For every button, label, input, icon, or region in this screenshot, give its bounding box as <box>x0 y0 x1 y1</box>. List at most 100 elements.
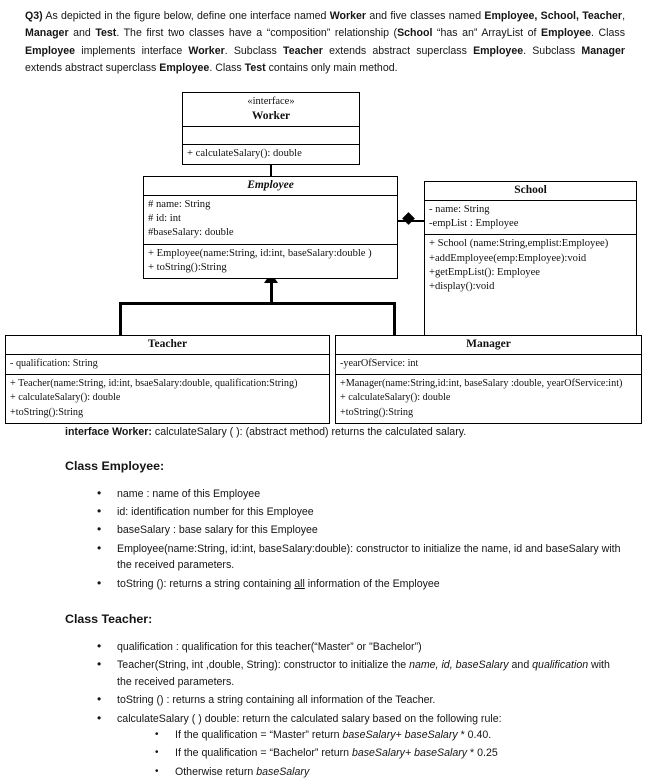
uml-member-line: #baseSalary: double <box>148 227 234 239</box>
rule-italic: baseSalary <box>256 765 310 778</box>
list-item: toString (): returns a string containing… <box>95 575 625 594</box>
intro-text: extends abstract superclass <box>322 44 474 57</box>
tostring-post: information of the Employee <box>304 577 440 590</box>
specification-text: interface Worker: calculateSalary ( ): (… <box>0 424 645 784</box>
school-attributes-compartment: - name: String -empList : Employee <box>425 200 636 234</box>
intro-text: . Subclass <box>224 44 284 57</box>
uml-member-line: + Teacher(name:String, id:int, bsaeSalar… <box>10 378 298 390</box>
intro-text: As depicted in the figure below, define … <box>42 10 330 22</box>
rule-italic: baseSalary+ baseSalary <box>351 747 468 760</box>
uml-class-employee: Employee # name: String # id: int #baseSal… <box>143 176 398 280</box>
uml-member-line: + Employee(name:String, id:int, baseSala… <box>148 247 372 259</box>
composition-diamond-icon <box>402 212 415 225</box>
intro-bold-term: Manager <box>581 44 625 57</box>
uml-class-manager: Manager -yearOfService: int +Manager(nam… <box>335 335 642 424</box>
uml-member-line: +getEmpList(): Employee <box>429 266 541 278</box>
intro-text: . The first two classes have a “composit… <box>116 27 398 40</box>
list-item: Otherwise return baseSalary <box>153 763 625 782</box>
employee-class-name: Employee <box>247 179 294 191</box>
list-item: calculateSalary ( ) double: return the c… <box>95 710 625 784</box>
inheritance-line-manager-branch <box>393 302 396 337</box>
worker-description-line: interface Worker: calculateSalary ( ): (… <box>0 424 645 441</box>
intro-text: implements interface <box>75 44 189 57</box>
intro-bold-term: Worker <box>329 10 367 22</box>
uml-member-line: + calculateSalary(): double <box>187 148 302 159</box>
inheritance-line-teacher-branch <box>119 302 122 337</box>
teacher-calc-rule-list: If the qualification = “Master” return b… <box>117 726 625 782</box>
manager-class-name: Manager <box>466 338 511 350</box>
list-item: baseSalary : base salary for this Employ… <box>95 521 625 540</box>
inheritance-line-horizontal <box>119 302 396 305</box>
rule-pre: Otherwise return <box>175 765 257 778</box>
worker-methods-compartment: + calculateSalary(): double <box>183 144 359 164</box>
uml-member-line: -empList : Employee <box>429 218 519 230</box>
worker-description-rest: calculateSalary ( ): (abstract method) r… <box>151 426 467 438</box>
intro-bold-term: Employee <box>159 62 210 75</box>
intro-bold-term: Q3) <box>25 10 43 22</box>
uml-member-line: # id: int <box>148 213 181 225</box>
uml-member-line: +display():void <box>429 281 495 293</box>
uml-member-line: + School (name:String,emplist:Employee) <box>429 238 609 250</box>
uml-member-line: - name: String <box>429 204 490 215</box>
intro-text: and five classes named <box>366 10 485 22</box>
rule-post: * 0.40. <box>457 728 492 741</box>
teacher-ctor-post: with the received parameters. <box>117 659 610 688</box>
rule-italic: baseSalary+ baseSalary <box>342 728 458 741</box>
teacher-class-name: Teacher <box>147 338 188 350</box>
intro-text: , <box>622 10 626 22</box>
uml-member-line: +addEmployee(emp:Employee):void <box>429 252 587 264</box>
intro-text: “has an” ArrayList of <box>432 27 541 40</box>
intro-bold-term: Employee <box>473 44 524 57</box>
list-item: name : name of this Employee <box>95 484 625 504</box>
heading-class-employee: Class Employee: <box>65 458 165 473</box>
uml-class-diagram: «interface» Worker + calculateSalary(): … <box>0 88 645 424</box>
list-item: Employee(name:String, id:int, baseSalary… <box>95 540 625 576</box>
uml-member-line: # name: String <box>148 199 211 210</box>
rule-pre: If the qualification = “Master” return <box>175 728 343 741</box>
intro-bold-term: Test <box>244 62 266 75</box>
heading-class-teacher: Class Teacher: <box>65 611 153 626</box>
intro-text: . Class <box>209 62 245 75</box>
employee-attributes-compartment: # name: String # id: int #baseSalary: doub… <box>144 195 397 244</box>
teacher-bullet-list: qualification : qualification for this t… <box>0 638 645 784</box>
intro-bold-term: Teacher <box>283 44 323 57</box>
uml-member-line: + calculateSalary(): double <box>10 392 121 404</box>
teacher-calc-intro: calculateSalary ( ) double: return the c… <box>117 712 502 725</box>
intro-bold-term: Worker <box>188 44 225 57</box>
intro-bold-term: Employee <box>541 27 592 40</box>
intro-bold-term: Manager <box>25 27 69 40</box>
uml-member-line: +Manager(name:String,id:int, baseSalary … <box>340 378 623 390</box>
teacher-attributes-compartment: - qualification: String <box>6 354 329 374</box>
employee-methods-compartment: + Employee(name:String, id:int, baseSala… <box>144 243 397 278</box>
uml-member-line: + calculateSalary(): double <box>340 392 451 404</box>
uml-member-line: +toString():String <box>10 406 84 418</box>
intro-text: extends abstract superclass <box>25 62 160 75</box>
intro-text: . Subclass <box>523 44 582 57</box>
list-item: toString () : returns a string containin… <box>95 691 625 710</box>
uml-member-line: -yearOfService: int <box>340 358 419 369</box>
intro-bold-term: Employee <box>25 44 76 57</box>
intro-text: contains only main method. <box>265 62 398 75</box>
question-intro-paragraph: Q3) As depicted in the figure below, def… <box>25 8 625 78</box>
list-item: If the qualification = “Bachelor” return… <box>153 744 625 763</box>
list-item: id: identification number for this Emplo… <box>95 503 625 522</box>
intro-bold-term: School <box>397 27 433 40</box>
worker-stereotype: «interface» <box>247 96 295 107</box>
tostring-underlined: all <box>294 577 305 590</box>
worker-description-label: interface Worker: <box>65 426 152 438</box>
teacher-ctor-pre: Teacher(String, int ,double, String): co… <box>117 659 410 672</box>
uml-member-line: - qualification: String <box>10 358 98 369</box>
list-item: If the qualification = “Master” return b… <box>153 726 625 745</box>
intro-bold-term: Test <box>95 27 117 40</box>
manager-attributes-compartment: -yearOfService: int <box>336 354 641 374</box>
list-item: Teacher(String, int ,double, String): co… <box>95 656 625 692</box>
employee-bullet-list: name : name of this Employee id: identif… <box>0 484 645 594</box>
tostring-pre: toString (): returns a string containing <box>117 577 295 590</box>
worker-attributes-compartment <box>183 126 359 144</box>
intro-bold-term: Employee, School, Teacher <box>484 10 623 22</box>
teacher-ctor-italic2: qualification <box>532 659 589 672</box>
uml-member-line: +toString():String <box>340 406 414 418</box>
intro-text: and <box>68 27 96 40</box>
uml-member-line: + toString():String <box>148 261 227 273</box>
teacher-ctor-italic1: name, id, baseSalary <box>409 659 509 672</box>
